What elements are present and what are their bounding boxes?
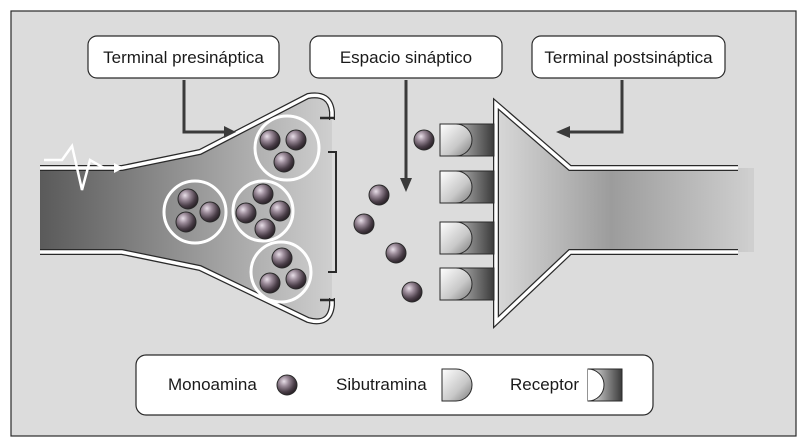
receptor-icon <box>439 123 495 157</box>
label-cleft: Espacio sináptico <box>309 35 503 79</box>
vesicle <box>249 240 313 304</box>
label-presynaptic: Terminal presináptica <box>87 35 280 79</box>
monoamine-sphere-icon <box>413 129 435 151</box>
label-presynaptic-text: Terminal presináptica <box>103 48 264 67</box>
monoamine-sphere-icon <box>285 268 307 290</box>
label-postsynaptic-text: Terminal postsináptica <box>544 48 713 67</box>
monoamine-sphere-icon <box>353 213 375 235</box>
monoamine-sphere-icon <box>259 129 281 151</box>
monoamine-sphere-icon <box>252 183 274 205</box>
vesicle <box>162 179 228 245</box>
monoamine-sphere-icon <box>177 188 199 210</box>
label-cleft-text: Espacio sináptico <box>340 48 472 67</box>
legend: Monoamina Sibutramina Receptor <box>135 354 654 416</box>
sibutramine-cup-icon <box>439 267 473 301</box>
receptor-icon <box>439 221 495 255</box>
monoamine-sphere-icon <box>235 202 257 224</box>
presynaptic-callout-arrow <box>182 80 236 138</box>
cleft-callout-arrow <box>400 80 412 192</box>
monoamine-sphere-icon <box>199 201 221 223</box>
postsynaptic-callout-arrow <box>556 80 624 138</box>
receptor-icon <box>439 267 495 301</box>
monoamine-sphere-icon <box>273 151 295 173</box>
monoamine-sphere-icon <box>259 272 281 294</box>
sibutramine-cup-icon <box>441 368 473 402</box>
legend-monoamine-label: Monoamina <box>168 375 257 394</box>
monoamine-sphere-icon <box>385 242 407 264</box>
legend-sibutramine-label: Sibutramina <box>336 375 427 394</box>
cleft-monoamines <box>353 129 435 303</box>
postsynaptic-terminal <box>493 97 754 329</box>
vesicle <box>231 179 295 243</box>
vesicle <box>253 114 321 182</box>
receptor-icon <box>439 170 495 204</box>
sibutramine-cup-icon <box>439 221 473 255</box>
monoamine-sphere-icon <box>271 247 293 269</box>
sibutramine-cup-icon <box>439 170 473 204</box>
monoamine-sphere-icon <box>269 200 291 222</box>
monoamine-sphere-icon <box>175 211 197 233</box>
receptor-column <box>439 123 495 301</box>
legend-receptor-label: Receptor <box>510 375 579 394</box>
receptor-icon <box>587 368 623 402</box>
monoamine-sphere-icon <box>276 374 298 396</box>
monoamine-sphere-icon <box>368 184 390 206</box>
monoamine-sphere-icon <box>285 129 307 151</box>
monoamine-sphere-icon <box>254 218 276 240</box>
label-postsynaptic: Terminal postsináptica <box>531 35 726 79</box>
monoamine-sphere-icon <box>401 281 423 303</box>
sibutramine-cup-icon <box>439 123 473 157</box>
nerve-impulse-icon <box>44 143 124 191</box>
